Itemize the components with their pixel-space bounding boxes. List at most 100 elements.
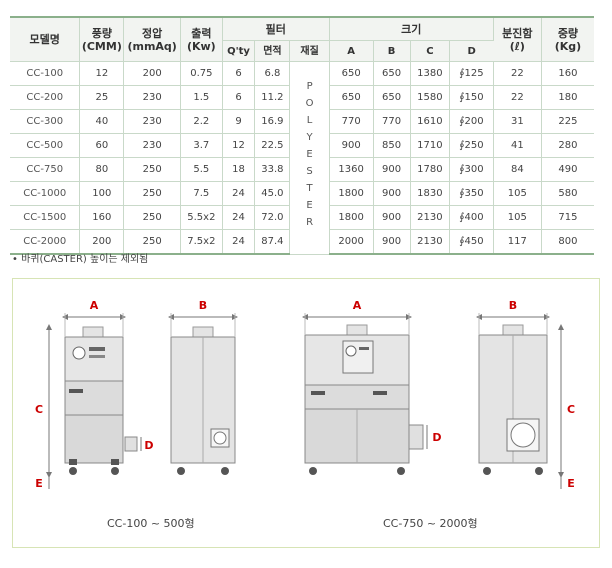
- cell-airflow: 100: [79, 181, 125, 206]
- cell-area: 11.2: [254, 85, 291, 110]
- cell-pressure: 230: [123, 133, 182, 158]
- cell-model: CC-750: [10, 157, 81, 182]
- header-size-a: A: [329, 40, 374, 62]
- large-unit-dimensions: A B C D E: [302, 299, 575, 490]
- small-unit-front-view: [64, 326, 138, 475]
- cell-a: 1800: [329, 205, 374, 230]
- cell-airflow: 80: [79, 157, 125, 182]
- dim-label-d-small: D: [144, 439, 153, 452]
- cell-airflow: 25: [79, 85, 125, 110]
- cell-d: ∮400: [449, 205, 494, 230]
- cell-pressure: 250: [123, 181, 182, 206]
- cell-c: 1610: [410, 109, 451, 134]
- cell-a: 770: [329, 109, 374, 134]
- header-pressure: 정압(mmAq): [123, 17, 182, 62]
- cell-bin: 117: [493, 229, 542, 255]
- cell-model: CC-200: [10, 85, 81, 110]
- cell-bin: 105: [493, 205, 542, 230]
- header-dust-bin: 분진함(ℓ): [493, 17, 542, 62]
- cell-power: 3.7: [180, 133, 223, 158]
- cell-weight: 580: [541, 181, 594, 206]
- cell-area: 22.5: [254, 133, 291, 158]
- cell-c: 1830: [410, 181, 451, 206]
- cell-qty: 24: [222, 229, 256, 255]
- cell-pressure: 250: [123, 229, 182, 255]
- cell-power: 7.5: [180, 181, 223, 206]
- cell-c: 2130: [410, 205, 451, 230]
- caption-small-models: CC-100 ~ 500형: [107, 517, 195, 530]
- cell-b: 900: [373, 181, 411, 206]
- small-unit-dimensions: A B C D E: [35, 299, 238, 490]
- cell-b: 850: [373, 133, 411, 158]
- cell-qty: 6: [222, 61, 256, 86]
- cell-model: CC-2000: [10, 229, 81, 255]
- cell-airflow: 12: [79, 61, 125, 86]
- cell-d: ∮200: [449, 109, 494, 134]
- cell-weight: 490: [541, 157, 594, 182]
- cell-a: 900: [329, 133, 374, 158]
- cell-airflow: 40: [79, 109, 125, 134]
- cell-model: CC-1500: [10, 205, 81, 230]
- cell-a: 650: [329, 61, 374, 86]
- header-size-c: C: [410, 40, 451, 62]
- cell-a: 1360: [329, 157, 374, 182]
- cell-pressure: 200: [123, 61, 182, 86]
- cell-qty: 24: [222, 205, 256, 230]
- cell-d: ∮125: [449, 61, 494, 86]
- header-airflow: 풍량(CMM): [79, 17, 125, 62]
- cell-power: 1.5: [180, 85, 223, 110]
- cell-a: 650: [329, 85, 374, 110]
- cell-qty: 9: [222, 109, 256, 134]
- small-unit-side-view: [170, 326, 236, 475]
- cell-model: CC-1000: [10, 181, 81, 206]
- cell-model: CC-300: [10, 109, 81, 134]
- cell-airflow: 60: [79, 133, 125, 158]
- cell-bin: 105: [493, 181, 542, 206]
- cell-pressure: 250: [123, 157, 182, 182]
- cell-d: ∮250: [449, 133, 494, 158]
- cell-c: 1710: [410, 133, 451, 158]
- cell-bin: 84: [493, 157, 542, 182]
- cell-area: 6.8: [254, 61, 291, 86]
- cell-b: 900: [373, 157, 411, 182]
- cell-weight: 715: [541, 205, 594, 230]
- cell-area: 87.4: [254, 229, 291, 255]
- cell-b: 900: [373, 229, 411, 255]
- cell-d: ∮150: [449, 85, 494, 110]
- caster-note: • 바퀴(CASTER) 높이는 제외됨: [12, 254, 149, 265]
- cell-weight: 160: [541, 61, 594, 86]
- header-size-b: B: [373, 40, 411, 62]
- header-filter-qty: Q'ty: [222, 40, 256, 62]
- dim-label-e-small: E: [35, 477, 43, 490]
- cell-power: 5.5x2: [180, 205, 223, 230]
- cell-bin: 41: [493, 133, 542, 158]
- cell-b: 650: [373, 85, 411, 110]
- cell-qty: 24: [222, 181, 256, 206]
- cell-qty: 12: [222, 133, 256, 158]
- cell-d: ∮450: [449, 229, 494, 255]
- spec-table: 모델명 풍량(CMM) 정압(mmAq) 출력(Kw) 필터 크기 분진함(ℓ)…: [10, 16, 594, 255]
- cell-weight: 225: [541, 109, 594, 134]
- large-unit-side-view: [478, 324, 548, 475]
- cell-weight: 280: [541, 133, 594, 158]
- cell-pressure: 250: [123, 205, 182, 230]
- header-filter-area: 면적: [254, 40, 291, 62]
- dim-label-d-large: D: [432, 431, 441, 444]
- cell-c: 2130: [410, 229, 451, 255]
- dim-label-b-large: B: [509, 299, 517, 312]
- header-size: 크기: [329, 17, 494, 41]
- cell-area: 45.0: [254, 181, 291, 206]
- cell-area: 16.9: [254, 109, 291, 134]
- cell-filter-material: POLYESTER: [289, 61, 330, 255]
- cell-qty: 18: [222, 157, 256, 182]
- cell-airflow: 160: [79, 205, 125, 230]
- cell-pressure: 230: [123, 109, 182, 134]
- header-power: 출력(Kw): [180, 17, 223, 62]
- cell-area: 33.8: [254, 157, 291, 182]
- cell-d: ∮300: [449, 157, 494, 182]
